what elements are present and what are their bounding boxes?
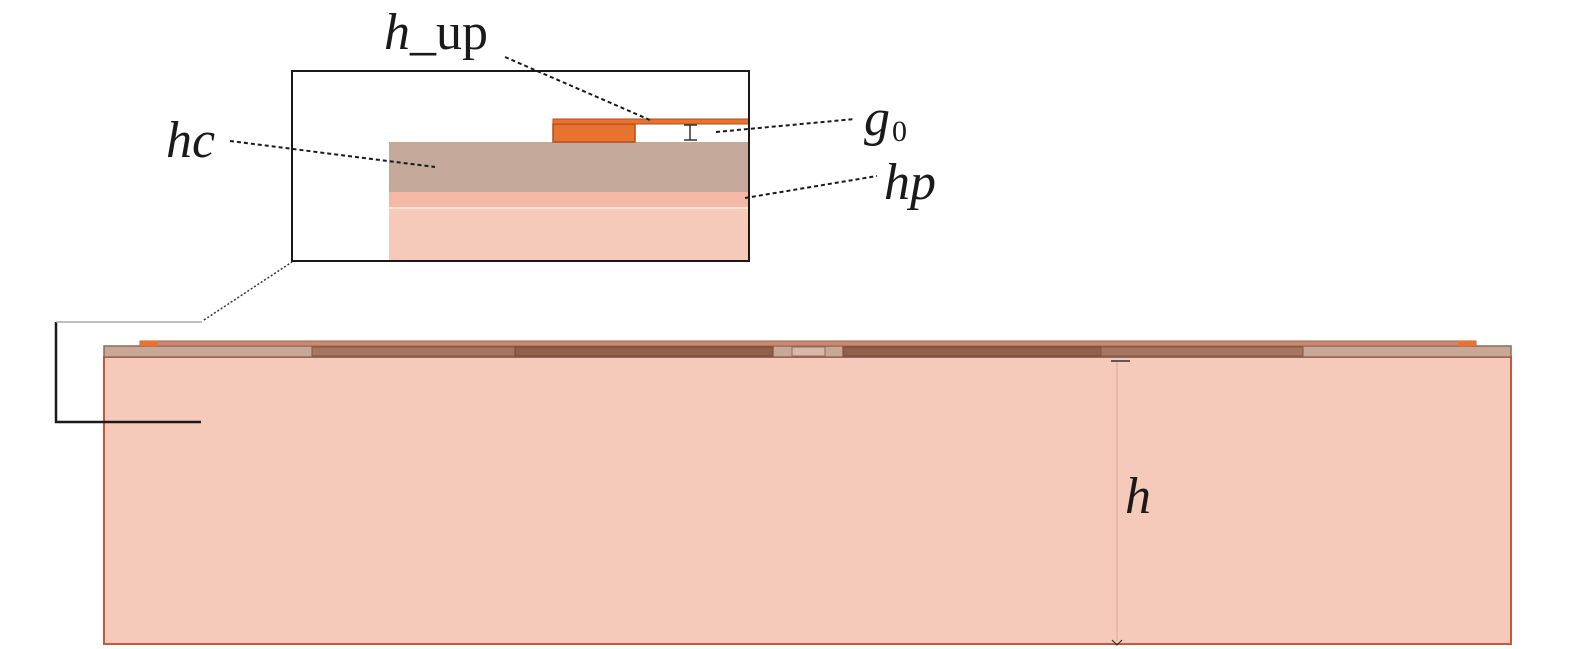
inset-cover-layer (389, 142, 749, 192)
inset-electrode (552, 123, 636, 143)
segment-2 (514, 346, 774, 357)
edge-electrode-left (140, 341, 158, 346)
label-h: h (1125, 468, 1151, 525)
zoom-bracket (54, 322, 201, 424)
leader-hp (744, 175, 878, 199)
leader-g0 (715, 118, 856, 133)
segment-4 (842, 346, 1102, 357)
substrate (103, 356, 1512, 645)
inset-frame (291, 70, 750, 262)
label-h-up: h_up (384, 7, 488, 59)
segment-3 (791, 346, 826, 357)
segment-5 (1100, 346, 1304, 357)
h-dimension-bottom-arrow (1111, 639, 1123, 646)
label-h-up-var: h (384, 4, 410, 61)
zoom-inset (291, 70, 750, 262)
label-g0-var: g (864, 90, 890, 147)
main-cross-section (103, 340, 1512, 646)
label-g0-sub: 0 (892, 115, 907, 148)
label-g0: g0 (864, 93, 907, 147)
top-metal-line (139, 340, 1477, 347)
leader-lines (229, 56, 878, 199)
inset-hp-layer (389, 192, 749, 208)
label-hp: hp (884, 154, 936, 211)
segment-1 (311, 346, 516, 357)
inset-upper-plate (552, 118, 750, 125)
zoom-connector (203, 261, 293, 321)
leader-h-up (504, 56, 651, 121)
edge-electrode-right (1458, 341, 1476, 346)
label-hc: hc (166, 112, 216, 169)
label-h-up-suffix: _up (410, 4, 488, 61)
